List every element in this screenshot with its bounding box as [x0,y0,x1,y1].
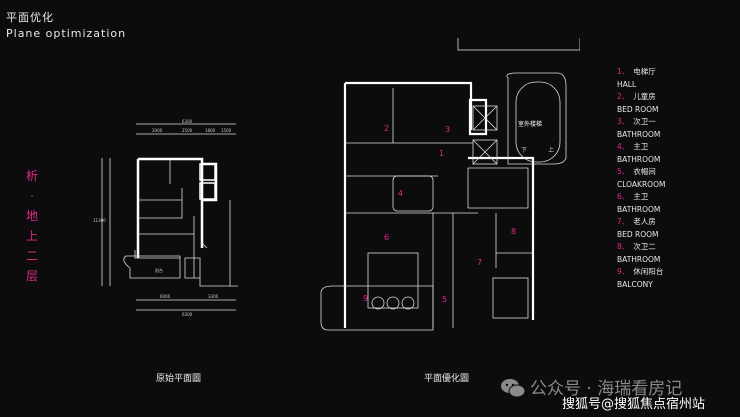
outdoor-stair-label: 室外楼梯 [518,120,542,128]
dim: 3300 [208,294,219,299]
room-number: 8 [511,227,516,236]
legend-en: BATHROOM [617,154,661,164]
room-number: 1 [439,149,444,158]
legend-item: 1、电梯厅 HALL [617,66,665,91]
legend-en: BATHROOM [617,254,661,264]
sohu-watermark: 搜狐号@搜狐焦点宿州站 [562,397,706,412]
legend-cn: 主卫 [633,192,649,201]
legend-cn: 休闲阳台 [633,267,664,276]
legend-number: 3、 [617,117,630,126]
legend-number: 1、 [617,67,630,76]
side-char: 地 [25,209,38,223]
side-char: 析 [25,169,38,183]
dim: 1500 [221,128,232,133]
legend-number: 9、 [617,267,630,276]
legend-cn: 儿童房 [633,92,656,101]
legend-cn: 老人房 [633,217,656,226]
legend-cn: 衣帽间 [633,167,656,176]
legend-cn: 次卫二 [633,242,656,251]
side-char: · [30,189,34,203]
legend-en: BED ROOM [617,229,659,239]
legend-en: BATHROOM [617,129,661,139]
legend-number: 4、 [617,142,630,151]
side-char: 上 [25,229,38,243]
room-number: 7 [477,258,482,267]
side-char: 二 [25,249,38,263]
balcony-label: 阳台 [155,267,163,273]
legend-cn: 次卫一 [633,117,656,126]
legend-item: 6、主卫 BATHROOM [617,191,665,216]
legend-en: CLOAKROOM [617,179,666,189]
room-legend: 1、电梯厅 HALL 2、儿童房 BED ROOM 3、次卫一 BATHROOM 4、… [617,66,665,291]
dim: 1800 [205,128,216,133]
side-char: 层 [25,269,38,283]
dim: 2000 [152,128,163,133]
dim: 6000 [160,294,171,299]
legend-en: BALCONY [617,279,653,289]
room-number: 5 [442,295,447,304]
optimized-plan-caption: 平面優化圖 [424,374,470,384]
room-number: 6 [384,233,389,242]
legend-number: 8、 [617,242,630,251]
legend-item: 8、次卫二 BATHROOM [617,241,665,266]
legend-number: 6、 [617,192,630,201]
legend-item: 9、休闲阳台 BALCONY [617,266,665,291]
room-number: 2 [384,124,389,133]
title-en: Plane optimization [6,27,127,40]
wechat-icon [501,379,526,398]
room-number: 4 [398,189,403,198]
stair-down: 下 [521,147,527,154]
dim: 2500 [182,128,193,133]
original-floor-plan: 6300 2000 2500 1800 1500 11300 阳台 6000 3… [93,119,238,317]
original-plan-caption: 原始平面圖 [156,374,202,384]
legend-cn: 电梯厅 [633,67,656,76]
legend-cn: 主卫 [633,142,649,151]
legend-en: BATHROOM [617,204,661,214]
legend-en: HALL [617,79,637,89]
dim-total-left: 11300 [93,218,106,223]
legend-item: 4、主卫 BATHROOM [617,141,665,166]
legend-item: 3、次卫一 BATHROOM [617,116,665,141]
room-number: 3 [445,125,450,134]
legend-number: 5、 [617,167,630,176]
dim-total-bottom: 6300 [182,312,193,317]
side-label: 析 · 地 上 二 层 [22,166,42,286]
legend-item: 2、儿童房 BED ROOM [617,91,665,116]
legend-en: BED ROOM [617,104,659,114]
legend-number: 7、 [617,217,630,226]
legend-number: 2、 [617,92,630,101]
legend-item: 5、衣帽间 CLOAKROOM [617,166,665,191]
wechat-watermark: 公众号 · 海瑞看房记 [530,379,683,399]
title-cn: 平面优化 [6,11,54,24]
legend-item: 7、老人房 BED ROOM [617,216,665,241]
optimized-floor-plan: 室外楼梯 下 上 1 2 3 4 5 6 7 8 9 [320,38,580,331]
room-number: 9 [363,294,368,303]
dim-total-top: 6300 [182,119,193,124]
stair-up: 上 [548,146,554,154]
